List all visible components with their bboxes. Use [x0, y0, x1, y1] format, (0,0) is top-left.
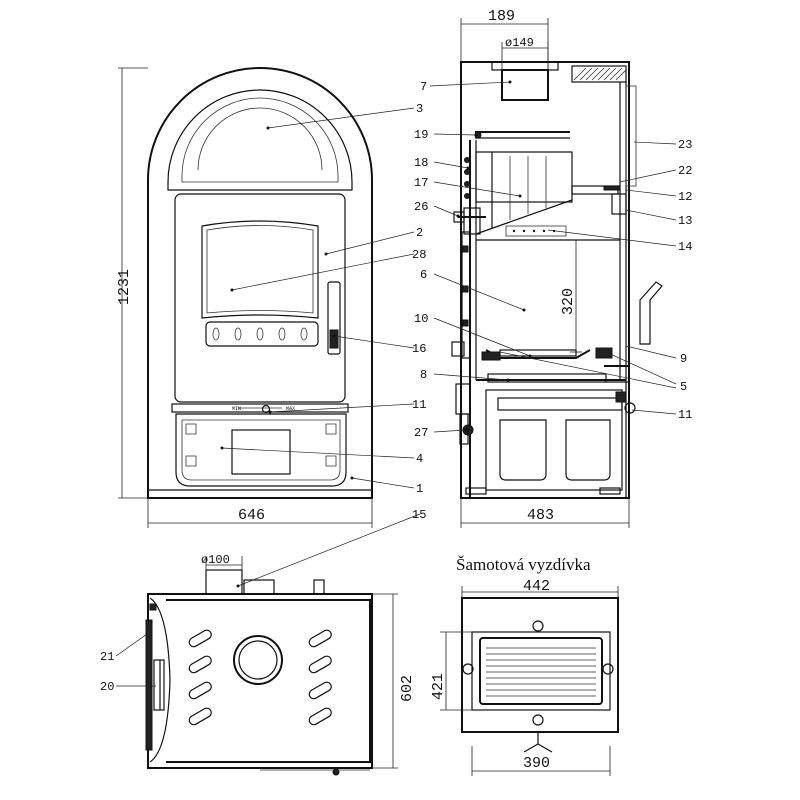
lining-bottom-width-dim: 390 — [523, 755, 550, 772]
callout-13: 13 — [678, 214, 692, 228]
gauge-min-label: MIN — [232, 406, 241, 412]
side-section: 320 — [451, 61, 663, 499]
callout-3: 3 — [416, 102, 423, 116]
callout-28: 28 — [412, 248, 426, 262]
flue-diameter-dim: ø149 — [505, 36, 534, 50]
callout-7: 7 — [420, 80, 427, 94]
callout-9: 9 — [680, 352, 687, 366]
side-top-dim: 189 — [488, 8, 515, 25]
callout-17: 17 — [414, 176, 428, 190]
callout-23: 23 — [678, 138, 692, 152]
gauge-max-label: MAX — [286, 406, 295, 412]
lining-top-width-dim: 442 — [523, 578, 550, 595]
side-width-dim: 483 — [527, 507, 554, 524]
side-dimensions: 189 ø149 483 — [460, 8, 630, 528]
callout-15: 15 — [412, 508, 426, 522]
front-door — [174, 193, 346, 403]
callout-20: 20 — [100, 680, 114, 694]
lining-outline — [461, 597, 619, 733]
arch-panel — [167, 89, 353, 191]
callout-leaders — [115, 80, 677, 687]
callout-19: 19 — [414, 128, 428, 142]
lining-height-dim: 421 — [430, 673, 447, 700]
callout-16: 16 — [412, 342, 426, 356]
callout-8: 8 — [420, 368, 427, 382]
callout-6: 6 — [420, 268, 427, 282]
callout-22: 22 — [678, 164, 692, 178]
callout-21: 21 — [100, 650, 114, 664]
callout-2: 2 — [416, 226, 423, 240]
callout-26: 26 — [414, 200, 428, 214]
front-height-dim: 1231 — [116, 269, 133, 305]
door-handle — [327, 281, 341, 355]
callout-numbers: 3 2 28 16 11 4 1 7 19 18 17 26 6 10 8 27… — [100, 80, 692, 694]
callout-10: 10 — [414, 312, 428, 326]
callout-1: 1 — [416, 482, 423, 496]
top-depth-dim: 602 — [399, 675, 416, 702]
front-width-dim: 646 — [238, 507, 265, 524]
top-body-outline — [147, 593, 373, 769]
ash-drawer — [175, 413, 347, 487]
opening-height-dim: 320 — [560, 288, 577, 315]
front-view: MIN MAX — [147, 67, 373, 499]
callout-14: 14 — [678, 240, 692, 254]
callout-4: 4 — [416, 452, 423, 466]
lining-title: Šamotová vyzdívka — [456, 555, 591, 574]
door-glass — [201, 220, 319, 319]
front-dimensions: 1231 646 — [116, 67, 373, 528]
top-flue-diameter-dim: ø100 — [201, 553, 230, 567]
rear-flue-circle — [233, 635, 283, 685]
front-body-outline — [147, 67, 373, 499]
callout-18: 18 — [414, 156, 428, 170]
callout-27: 27 — [414, 426, 428, 440]
top-view: ø100 602 — [145, 553, 416, 776]
callout-5: 5 — [680, 380, 687, 394]
arch-panel-inner — [181, 97, 339, 183]
lining-view: Šamotová vyzdívka 442 421 — [430, 555, 619, 776]
callout-11-front: 11 — [412, 398, 426, 412]
callout-12: 12 — [678, 190, 692, 204]
callout-11-side: 11 — [678, 408, 692, 422]
